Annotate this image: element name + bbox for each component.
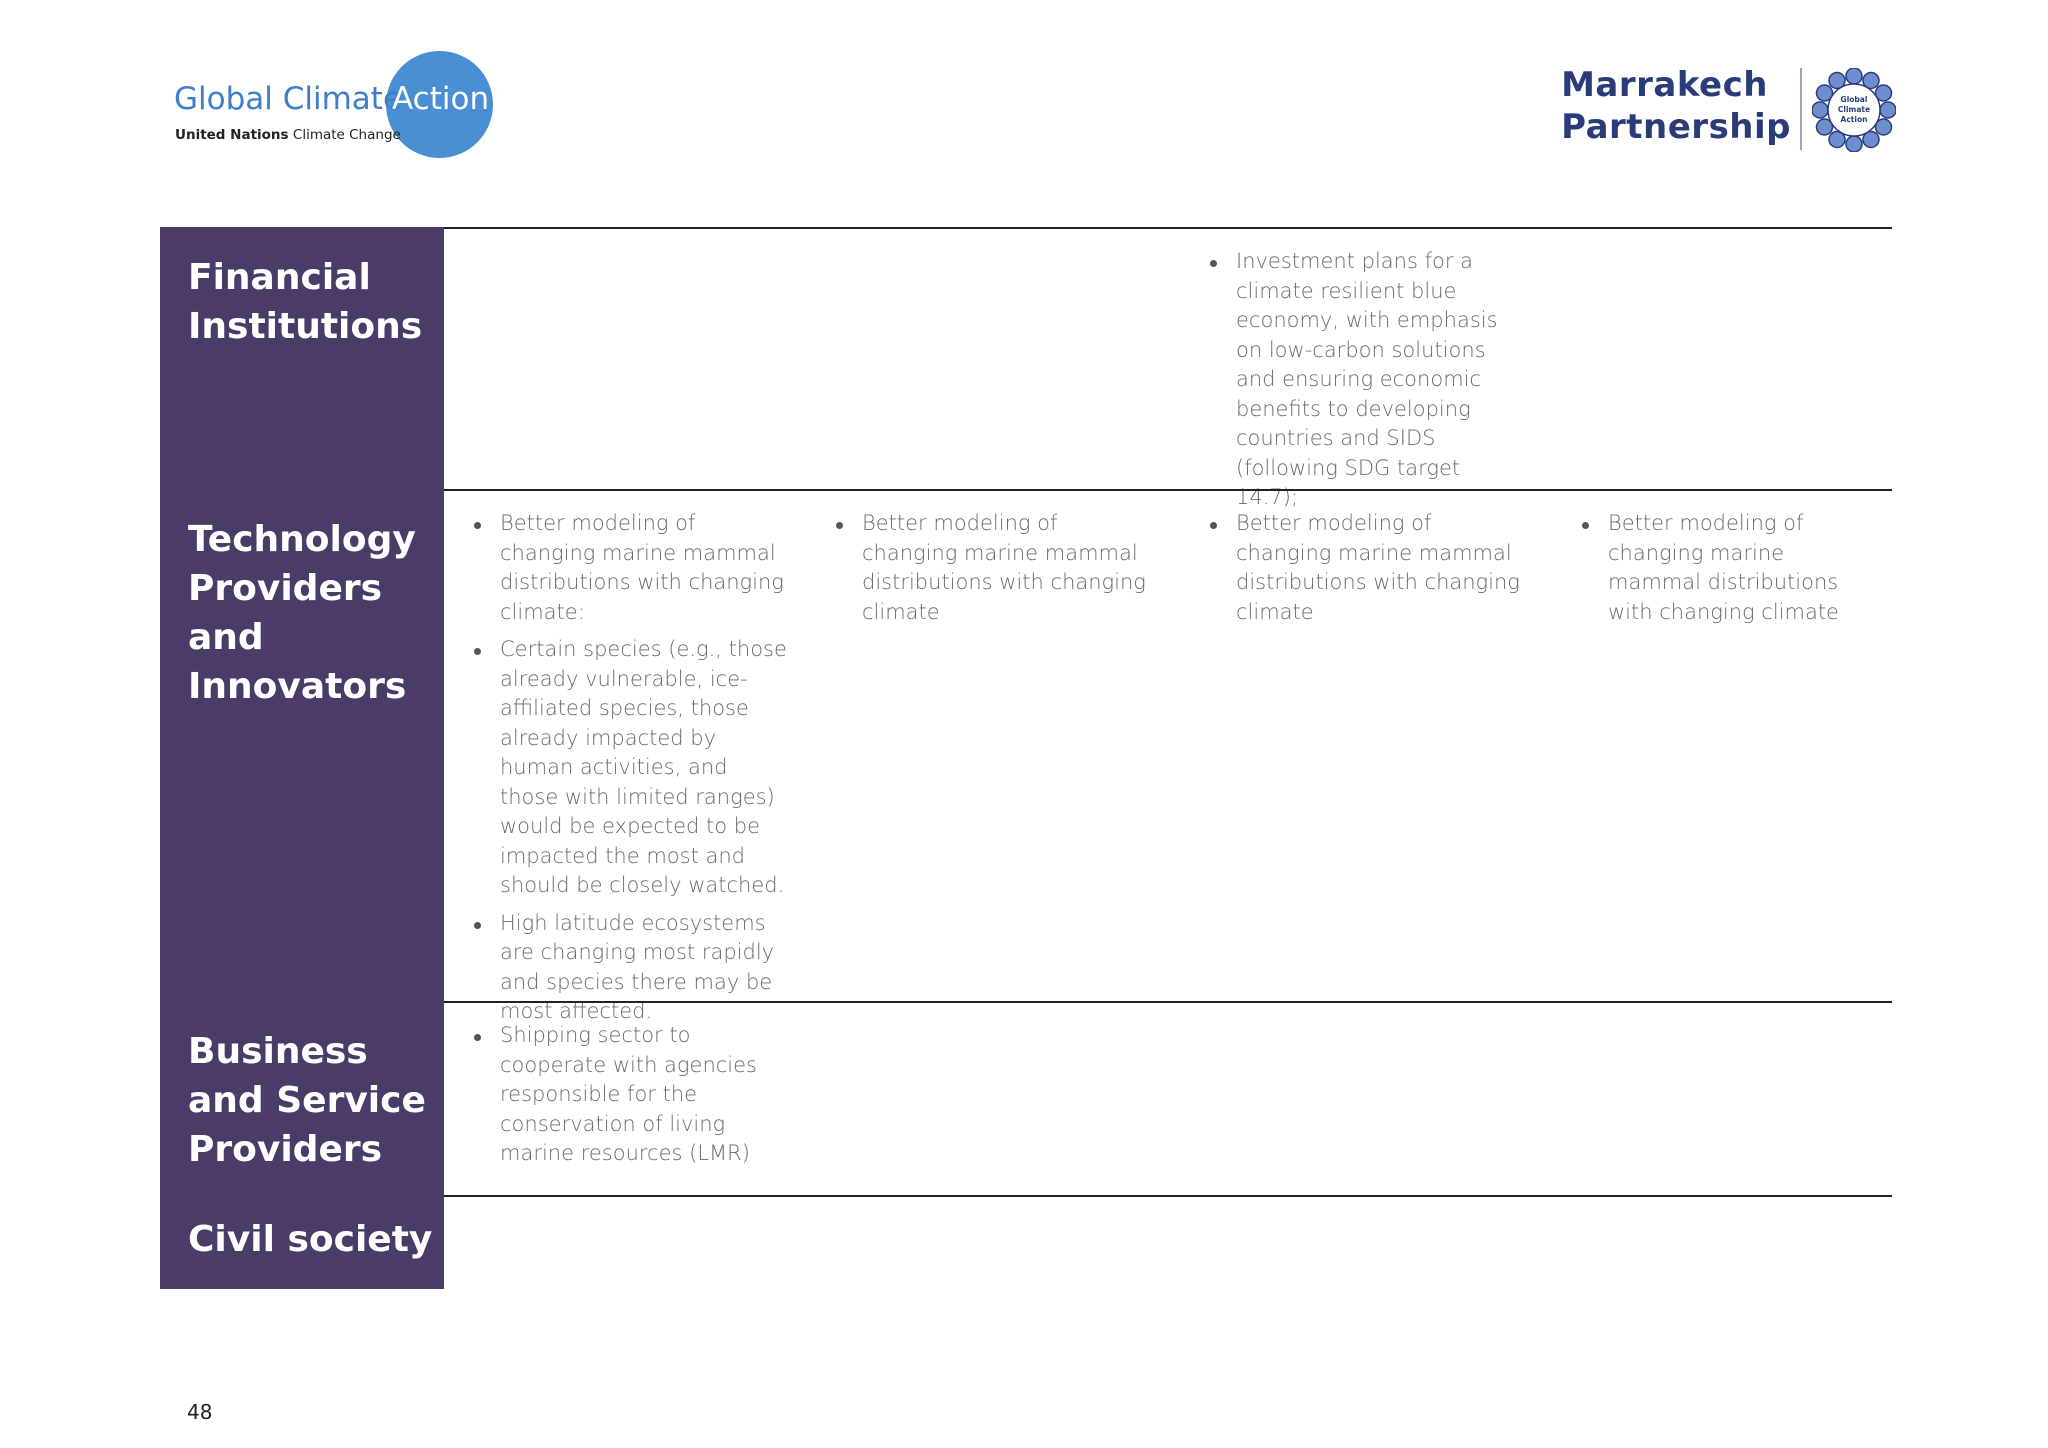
row-label: Business and Service Providers xyxy=(160,1001,444,1195)
row-label-text: Financial Institutions xyxy=(188,257,423,347)
bullet-item: Better modeling of changing marine mamma… xyxy=(832,509,1152,627)
emblem-text-2: Climate xyxy=(1838,105,1870,114)
page-number: 48 xyxy=(187,1400,213,1424)
bullet-item: Investment plans for a climate resilient… xyxy=(1206,247,1526,513)
logo-org-rest: Climate Change xyxy=(292,127,401,143)
row-label: Technology Providers and Innovators xyxy=(160,489,444,1001)
logo-org-bold: United Nations xyxy=(175,127,289,143)
table-row-financial-institutions: Financial Institutions Investment plans … xyxy=(160,227,1892,509)
logo-circle xyxy=(386,51,493,158)
marrakech-partnership-logo: Marrakech Partnership Global Climate Act… xyxy=(1561,64,1902,156)
row-label: Civil society xyxy=(160,1195,444,1289)
table-row-technology-providers: Technology Providers and Innovators Bett… xyxy=(160,489,1892,1023)
table-cell: Better modeling of changing marine mamma… xyxy=(470,509,790,1035)
row-label-text: Business and Service Providers xyxy=(188,1031,426,1170)
row-divider xyxy=(444,1195,1892,1197)
row-divider xyxy=(444,227,1892,229)
logo-word-action: Action xyxy=(392,81,490,117)
row-label: Financial Institutions xyxy=(160,227,444,489)
row-divider xyxy=(444,1001,1892,1003)
stakeholder-actions-table: Financial Institutions Investment plans … xyxy=(160,227,1892,1289)
logo-word-global-climate: Global Climate xyxy=(174,81,403,117)
global-climate-action-emblem-icon: Global Climate Action xyxy=(1812,68,1896,152)
bullet-item: Certain species (e.g., those already vul… xyxy=(470,635,790,901)
table-cell: Better modeling of changing marine mamma… xyxy=(1578,509,1878,635)
emblem-text-3: Action xyxy=(1841,115,1868,124)
row-label-text: Technology Providers and Innovators xyxy=(188,519,416,707)
wordmark-line-2: Partnership xyxy=(1561,107,1791,147)
table-cell: Better modeling of changing marine mamma… xyxy=(1206,509,1526,635)
bullet-item: Shipping sector to cooperate with agenci… xyxy=(470,1021,790,1169)
table-cell: Shipping sector to cooperate with agenci… xyxy=(470,1021,790,1177)
row-divider xyxy=(444,489,1892,491)
logo-divider xyxy=(1800,68,1802,150)
table-cell: Better modeling of changing marine mamma… xyxy=(832,509,1152,635)
table-row-business-service-providers: Business and Service Providers Shipping … xyxy=(160,1001,1892,1195)
marrakech-partnership-wordmark: Marrakech Partnership xyxy=(1561,64,1791,148)
wordmark-line-1: Marrakech xyxy=(1561,65,1768,105)
bullet-item: Better modeling of changing marine mamma… xyxy=(470,509,790,627)
table-row-civil-society: Civil society xyxy=(160,1195,1892,1289)
bullet-item: Better modeling of changing marine mamma… xyxy=(1578,509,1878,627)
bullet-item: High latitude ecosystems are changing mo… xyxy=(470,909,790,1027)
bullet-item: Better modeling of changing marine mamma… xyxy=(1206,509,1526,627)
row-label-text: Civil society xyxy=(188,1219,433,1260)
logo-org-line: United Nations Climate Change xyxy=(175,127,401,143)
emblem-text-1: Global xyxy=(1841,95,1868,104)
global-climate-action-logo: Global Climate Action United Nations Cli… xyxy=(174,51,504,159)
table-cell: Investment plans for a climate resilient… xyxy=(1206,247,1526,521)
